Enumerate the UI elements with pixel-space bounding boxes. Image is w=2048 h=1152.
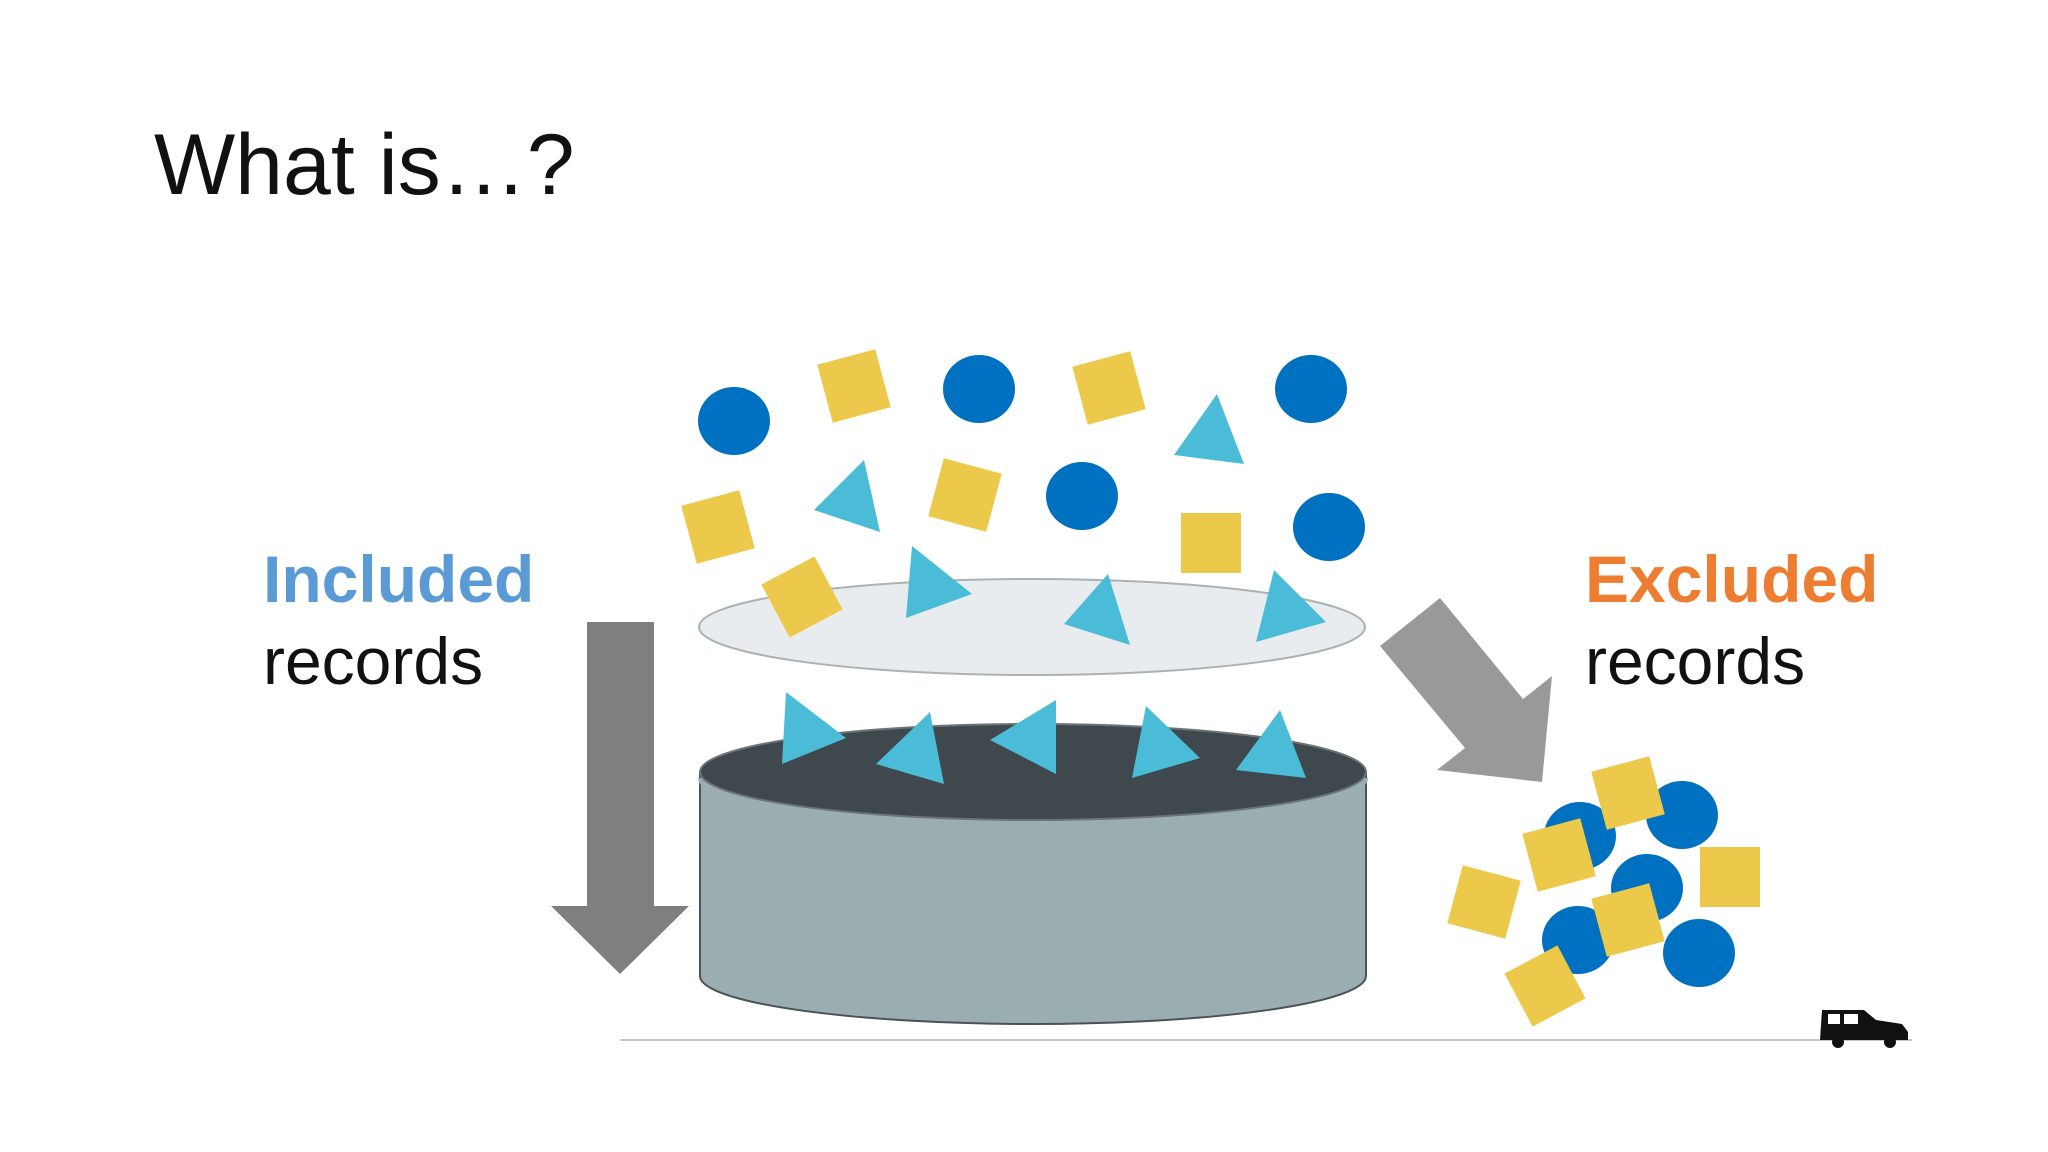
excluded-records-label: Excluded records — [1585, 538, 1878, 702]
record-square — [1591, 883, 1665, 957]
included-sublabel: records — [263, 624, 484, 698]
record-square — [817, 349, 891, 423]
record-triangle — [1064, 574, 1130, 645]
included-records — [782, 692, 1306, 784]
excluded-arrow — [1380, 598, 1552, 782]
record-circle — [943, 355, 1015, 423]
record-square — [681, 490, 755, 564]
record-triangle — [990, 700, 1056, 774]
record-square — [1522, 818, 1596, 892]
record-square — [1504, 945, 1586, 1027]
filter-disc — [698, 578, 1366, 676]
record-square — [1072, 351, 1146, 425]
record-square — [1447, 865, 1521, 939]
record-square — [1700, 847, 1760, 907]
record-triangle — [876, 712, 944, 784]
record-triangle — [906, 546, 972, 618]
record-triangle — [1132, 706, 1200, 778]
record-circle — [1046, 462, 1118, 530]
car-icon — [1820, 1010, 1908, 1048]
record-triangle — [814, 460, 880, 532]
included-container — [698, 723, 1368, 1025]
record-triangle — [1236, 710, 1306, 778]
record-circle — [1663, 919, 1735, 987]
slide-title: What is…? — [154, 117, 575, 213]
included-arrow — [551, 622, 689, 974]
record-square — [1181, 513, 1241, 573]
included-records-label: Included records — [263, 538, 534, 702]
record-triangle — [1256, 570, 1326, 642]
record-circle — [1275, 355, 1347, 423]
incoming-records — [681, 349, 1365, 645]
included-label: Included — [263, 542, 535, 616]
excluded-sublabel: records — [1585, 624, 1806, 698]
record-triangle — [1174, 394, 1244, 464]
excluded-records — [1447, 756, 1760, 1027]
record-triangle — [782, 692, 846, 764]
record-square — [928, 458, 1002, 532]
record-square — [761, 556, 843, 638]
record-circle — [1293, 493, 1365, 561]
excluded-label: Excluded — [1585, 542, 1879, 616]
record-circle — [698, 387, 770, 455]
record-square — [1591, 756, 1665, 830]
record-circle — [1646, 781, 1718, 849]
